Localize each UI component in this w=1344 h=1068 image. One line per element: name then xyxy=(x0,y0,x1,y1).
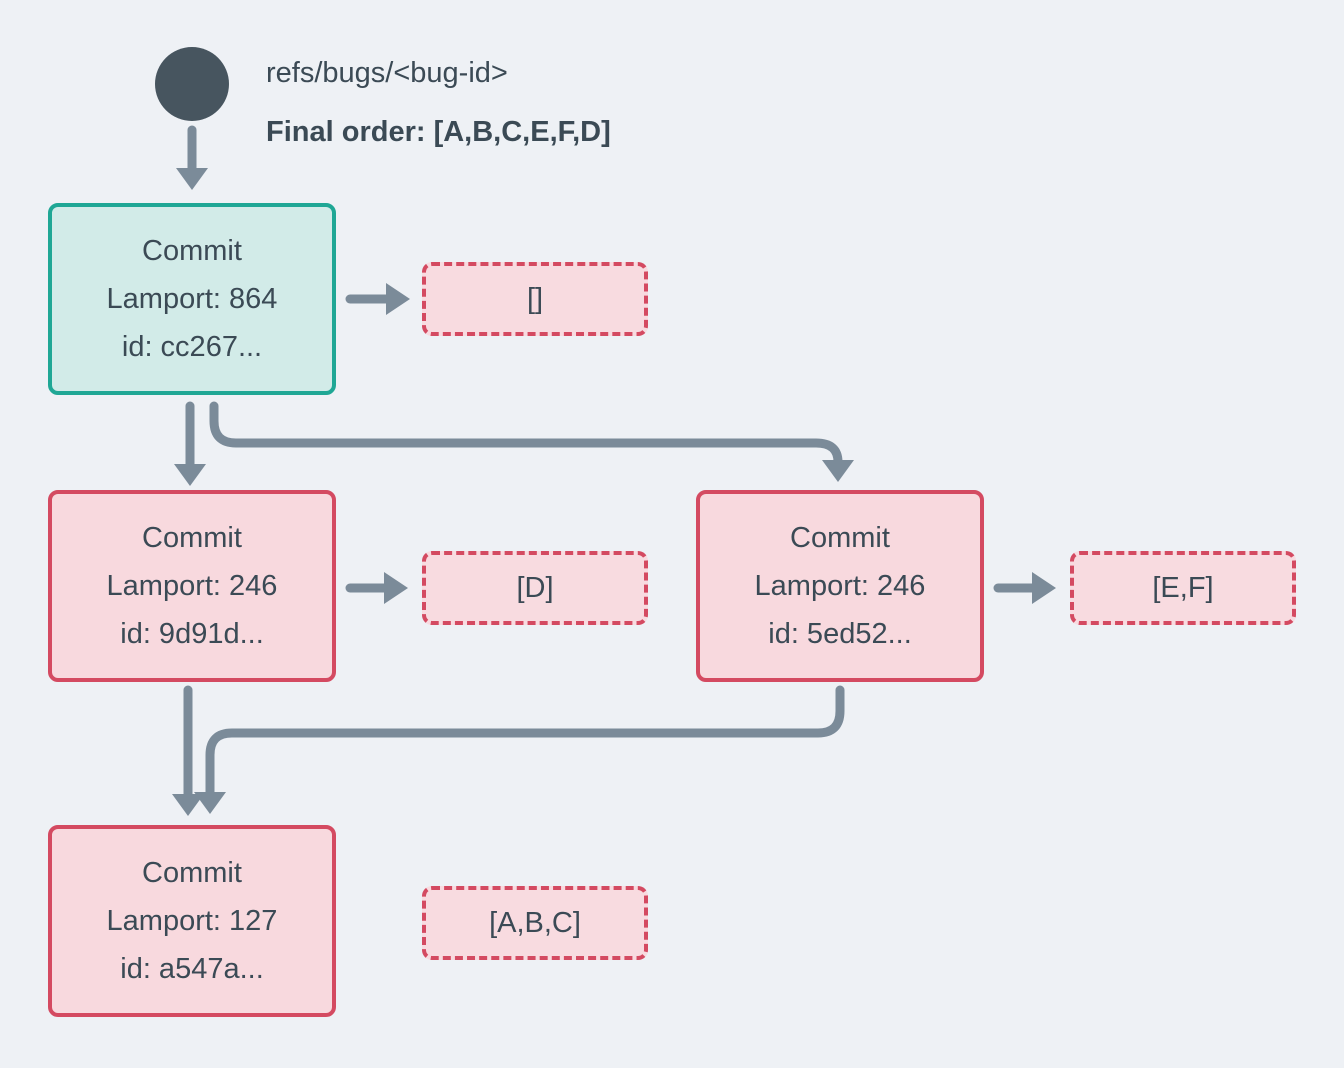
arrowhead-root-to-left xyxy=(174,464,206,486)
ops-list-left: [D] xyxy=(422,551,648,625)
commit-id: id: 5ed52... xyxy=(768,618,912,650)
arrow-right-to-bottom-curve xyxy=(205,685,845,797)
commit-lamport: Lamport: 864 xyxy=(106,283,278,315)
arrowhead-root-to-ops xyxy=(386,283,410,315)
arrowhead-right-to-bottom xyxy=(194,792,226,814)
commit-lamport: Lamport: 127 xyxy=(106,905,278,937)
commit-node-left: Commit Lamport: 246 id: 9d91d... xyxy=(48,490,336,682)
final-order-label: Final order: [A,B,C,E,F,D] xyxy=(266,116,611,148)
ops-list-root: [] xyxy=(422,262,648,336)
arrowhead-left-to-ops xyxy=(384,572,408,604)
commit-title: Commit xyxy=(142,522,242,554)
commit-id: id: a547a... xyxy=(120,953,264,985)
commit-title: Commit xyxy=(142,235,242,267)
ref-label: refs/bugs/<bug-id> xyxy=(266,57,508,89)
commit-lamport: Lamport: 246 xyxy=(754,570,926,602)
arrowhead-ref-to-root xyxy=(176,168,208,190)
commit-node-right: Commit Lamport: 246 id: 5ed52... xyxy=(696,490,984,682)
arrow-root-to-right-curve xyxy=(209,401,843,467)
commit-title: Commit xyxy=(142,857,242,889)
commit-id: id: cc267... xyxy=(121,331,263,363)
commit-node-root: Commit Lamport: 864 id: cc267... xyxy=(48,203,336,395)
arrowhead-left-to-bottom xyxy=(172,794,204,816)
arrowhead-right-to-ops xyxy=(1032,572,1056,604)
commit-node-bottom: Commit Lamport: 127 id: a547a... xyxy=(48,825,336,1017)
ops-list-right: [E,F] xyxy=(1070,551,1296,625)
ref-node xyxy=(155,47,229,121)
ops-list-bottom: [A,B,C] xyxy=(422,886,648,960)
commit-id: id: 9d91d... xyxy=(120,618,264,650)
commit-title: Commit xyxy=(790,522,890,554)
commit-lamport: Lamport: 246 xyxy=(106,570,278,602)
arrowhead-root-to-right xyxy=(822,460,854,482)
